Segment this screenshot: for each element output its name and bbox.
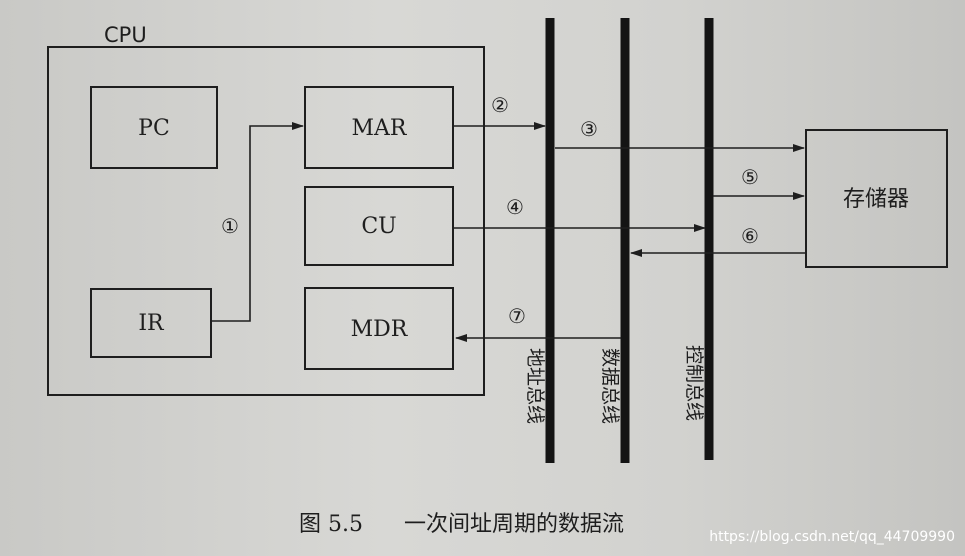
mar-label: MAR (352, 116, 408, 141)
pc-box (90, 86, 218, 169)
step-1-label: ① (221, 214, 239, 238)
figure-title: 一次间址周期的数据流 (404, 512, 624, 537)
memory-label: 存储器 (843, 187, 909, 212)
ir-box (90, 288, 212, 358)
figure-number: 图 5.5 (299, 512, 363, 537)
step-2-label: ② (491, 93, 509, 117)
ir-label: IR (138, 311, 165, 336)
step-3-label: ③ (580, 117, 598, 141)
control-bus-label: 控制总线 (683, 345, 705, 421)
cpu-label: CPU (104, 23, 147, 47)
mdr-box (304, 287, 454, 370)
mar-box (304, 86, 454, 169)
step-4-label: ④ (506, 195, 524, 219)
address-bus-label: 地址总线 (524, 348, 546, 424)
watermark: https://blog.csdn.net/qq_44709990 (709, 529, 955, 545)
cu-box (304, 186, 454, 266)
cpu-box (47, 46, 485, 396)
step-6-label: ⑥ (741, 224, 759, 248)
flow-arrow-1 (211, 122, 304, 322)
cu-label: CU (361, 214, 396, 239)
mdr-label: MDR (351, 317, 409, 342)
memory-box (805, 129, 948, 268)
step-7-label: ⑦ (508, 304, 526, 328)
data-bus-label: 数据总线 (599, 348, 621, 424)
pc-label: PC (138, 116, 170, 141)
step-5-label: ⑤ (741, 165, 759, 189)
